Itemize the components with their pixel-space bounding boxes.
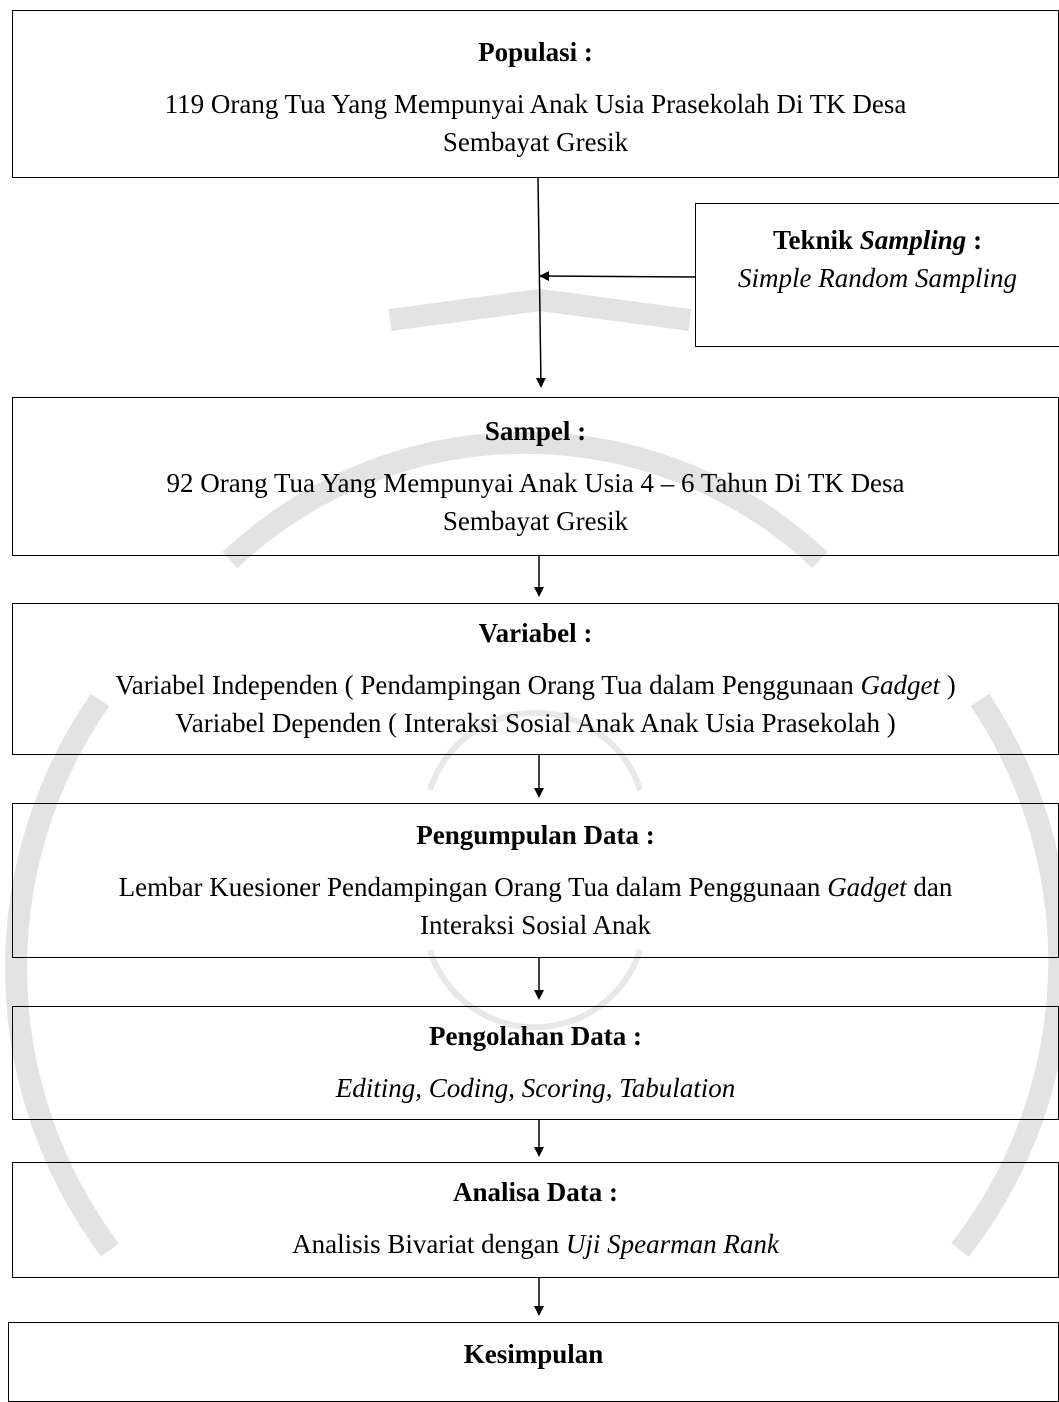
pengumpulan-data-box: Pengumpulan Data : Lembar Kuesioner Pend… xyxy=(12,803,1059,958)
teknik-sampling-value: Simple Random Sampling xyxy=(738,263,1017,293)
sampel-line-1: 92 Orang Tua Yang Mempunyai Anak Usia 4 … xyxy=(166,468,905,498)
variabel-box: Variabel : Variabel Independen ( Pendamp… xyxy=(12,603,1059,755)
sampel-line-2: Sembayat Gresik xyxy=(442,506,629,536)
pengolahan-data-box: Pengolahan Data : Editing, Coding, Scori… xyxy=(12,1006,1059,1120)
kesimpulan-title: Kesimpulan xyxy=(463,1339,604,1369)
pengumpulan-data-line-2: Interaksi Sosial Anak xyxy=(420,910,651,940)
teknik-sampling-box: Teknik Sampling : Simple Random Sampling xyxy=(695,203,1059,347)
variabel-line-1: Variabel Independen ( Pendampingan Orang… xyxy=(115,670,956,700)
populasi-title: Populasi : xyxy=(478,37,593,67)
populasi-line-1: 119 Orang Tua Yang Mempunyai Anak Usia P… xyxy=(164,89,907,119)
arrow-populasi-to-sampel xyxy=(535,177,546,388)
kesimpulan-box: Kesimpulan xyxy=(8,1322,1059,1402)
variabel-line-2: Variabel Dependen ( Interaksi Sosial Ana… xyxy=(175,708,896,738)
pengolahan-data-line-1: Editing, Coding, Scoring, Tabulation xyxy=(335,1073,736,1103)
pengumpulan-data-line-1: Lembar Kuesioner Pendampingan Orang Tua … xyxy=(118,872,953,902)
populasi-line-2: Sembayat Gresik xyxy=(442,127,629,157)
analisa-data-line-1: Analisis Bivariat dengan Uji Spearman Ra… xyxy=(292,1229,779,1259)
pengolahan-data-title: Pengolahan Data : xyxy=(428,1021,642,1051)
pengumpulan-data-title: Pengumpulan Data : xyxy=(416,820,655,850)
teknik-sampling-title: Teknik Sampling : xyxy=(772,225,983,255)
sampel-title: Sampel : xyxy=(484,416,587,446)
arrow-teknik-to-flow xyxy=(539,271,696,282)
analisa-data-title: Analisa Data : xyxy=(452,1177,618,1207)
analisa-data-box: Analisa Data : Analisis Bivariat dengan … xyxy=(12,1162,1059,1278)
populasi-box: Populasi : 119 Orang Tua Yang Mempunyai … xyxy=(12,10,1059,178)
variabel-title: Variabel : xyxy=(478,618,593,648)
sampel-box: Sampel : 92 Orang Tua Yang Mempunyai Ana… xyxy=(12,397,1059,556)
